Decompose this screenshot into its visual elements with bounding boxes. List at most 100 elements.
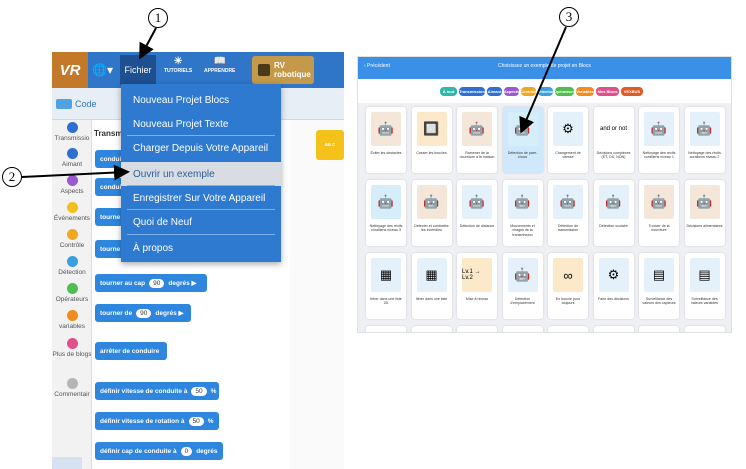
example-caption: Détection oculaire (599, 224, 628, 228)
step-badge-3: 3 (559, 7, 579, 27)
file-menu-item[interactable]: Nouveau Projet Blocs (133, 94, 230, 106)
example-card[interactable] (502, 326, 543, 332)
example-card[interactable] (593, 326, 634, 332)
category-item[interactable]: Transmissio (52, 122, 92, 142)
filter-chip[interactable]: Mes Blocs (596, 87, 619, 96)
toggle-icon[interactable] (52, 457, 82, 469)
example-caption: Itérer dans une liste 2D (370, 297, 402, 306)
filter-chip[interactable]: Transmission (459, 87, 485, 96)
example-card[interactable]: ▤Surveillance des valeurs des capteurs (639, 253, 679, 319)
block-value-input[interactable]: 0 (180, 446, 193, 456)
example-card[interactable]: ▦Itérer dans une liste 2D (366, 253, 406, 319)
filter-chip[interactable]: VEXBUS (621, 87, 643, 96)
globe-icon[interactable]: 🌐▾ (92, 63, 113, 77)
example-card[interactable] (457, 326, 497, 332)
file-menu-item[interactable]: Enregistrer Sur Votre Appareil (133, 192, 266, 204)
file-menu-item[interactable]: Ouvrir un exemple (121, 162, 281, 186)
example-card[interactable]: 🤖Nettoyage des récifs coralliens niveau … (366, 180, 406, 246)
block-suffix: degrés (196, 447, 218, 455)
example-card[interactable]: 🤖Détection d'emplacement (502, 253, 543, 319)
example-card[interactable] (548, 326, 588, 332)
step-badge-1: 1 (148, 8, 168, 28)
code-block[interactable]: tourne (95, 208, 125, 226)
filter-chip[interactable]: À tout (440, 87, 457, 96)
example-card[interactable] (684, 326, 725, 332)
filter-chip[interactable]: Opérateurs (553, 87, 576, 96)
example-card[interactable]: ⚙Changement de vitesse (548, 107, 588, 173)
example-caption: Ramener de la nourriture à la maison (459, 151, 495, 160)
code-block[interactable]: tourne (95, 240, 125, 258)
file-menu-item[interactable]: À propos (133, 242, 174, 254)
block-label: tourne (100, 213, 121, 221)
file-menu-item[interactable]: Charger Depuis Votre Appareil (133, 142, 269, 154)
example-card[interactable]: ▦Itérer dans une liste (411, 253, 452, 319)
category-item[interactable]: variables (52, 310, 92, 330)
category-item[interactable]: Événements (52, 202, 92, 222)
file-menu-item[interactable]: Nouveau Projet Texte (133, 118, 229, 130)
example-card[interactable] (411, 326, 452, 332)
example-card[interactable]: 🤖Détection de pare-chocs (502, 107, 543, 173)
block-label: condui (100, 183, 122, 191)
example-card[interactable]: 🤖Décisions alimentaires (684, 180, 725, 246)
file-menu-item[interactable]: Quoi de Neuf (133, 216, 192, 228)
example-card[interactable]: ⚙Faire des décisions (593, 253, 634, 319)
code-block[interactable]: arrêter de conduire (95, 342, 167, 360)
menu-divider (127, 185, 275, 186)
example-card[interactable]: 🤖Détecter et combattre les incendies (411, 180, 452, 246)
example-card[interactable]: 🤖Mouvements et virages de la transmissio… (502, 180, 543, 246)
example-card[interactable] (366, 326, 406, 332)
category-item[interactable]: Commentair (52, 378, 92, 398)
example-caption: Casser les boucles (416, 151, 447, 155)
example-card[interactable]: 🤖Détection de distance (457, 180, 497, 246)
example-card[interactable]: 🤖Détection de transmission (548, 180, 588, 246)
example-thumbnail-icon: 🤖 (644, 185, 674, 219)
example-card[interactable] (639, 326, 679, 332)
example-card[interactable]: 🤖Détection oculaire (593, 180, 634, 246)
category-item[interactable]: Aimant (52, 148, 92, 168)
category-item[interactable]: Opérateurs (52, 283, 92, 303)
block-value-input[interactable]: 90 (136, 308, 152, 318)
block-label: définir vitesse de rotation à (100, 417, 185, 425)
filter-chip[interactable]: Aimant (487, 87, 502, 96)
block-label: tourner au cap (100, 279, 146, 287)
filter-chip[interactable]: Détection (536, 87, 555, 96)
filter-chip[interactable]: Contrôle (520, 87, 537, 96)
category-item[interactable]: Contrôle (52, 229, 92, 249)
code-block[interactable]: condui (95, 150, 125, 168)
event-block[interactable]: au c (316, 130, 344, 160)
code-block[interactable]: condui (95, 178, 125, 196)
filter-chip[interactable]: Variables (576, 87, 594, 96)
example-card[interactable]: 🤖Trouver de la nourriture (639, 180, 679, 246)
back-button[interactable]: ‹ Précédent (364, 63, 390, 69)
example-card[interactable]: ∞En boucle pour toujours (548, 253, 588, 319)
workspace-canvas[interactable] (290, 120, 344, 469)
tutorials-button[interactable]: ☀ TUTORIELS (164, 56, 193, 74)
example-card[interactable]: 🤖Nettoyage des récifs coralliens niveau … (639, 107, 679, 173)
category-item[interactable]: Plus de blogs (52, 338, 92, 358)
category-label: Événements (53, 215, 91, 222)
example-card[interactable]: 🤖Nettoyage des récifs coralliens niveau … (684, 107, 725, 173)
file-menu-button[interactable]: Fichier (120, 55, 156, 85)
code-tab[interactable]: Code (56, 94, 97, 114)
category-item[interactable]: Détection (52, 256, 92, 276)
block-value-input[interactable]: 90 (149, 278, 165, 288)
filter-chip[interactable]: Aspects (503, 87, 520, 96)
example-card[interactable]: 🔲Casser les boucles (411, 107, 452, 173)
learn-button[interactable]: 📖 APPRENDRE (204, 56, 236, 74)
example-card[interactable]: ▤Surveillance des valeurs variables (684, 253, 725, 319)
example-caption: Mise à niveau (465, 297, 489, 301)
example-card[interactable]: 🤖Éviter les obstacles (366, 107, 406, 173)
block-value-input[interactable]: 50 (188, 416, 204, 426)
example-thumbnail-icon: ⚙ (598, 258, 629, 292)
block-value-input[interactable]: 50 (191, 386, 207, 396)
example-card[interactable]: 🤖Ramener de la nourriture à la maison (457, 107, 497, 173)
category-item[interactable]: Aspects (52, 175, 92, 195)
